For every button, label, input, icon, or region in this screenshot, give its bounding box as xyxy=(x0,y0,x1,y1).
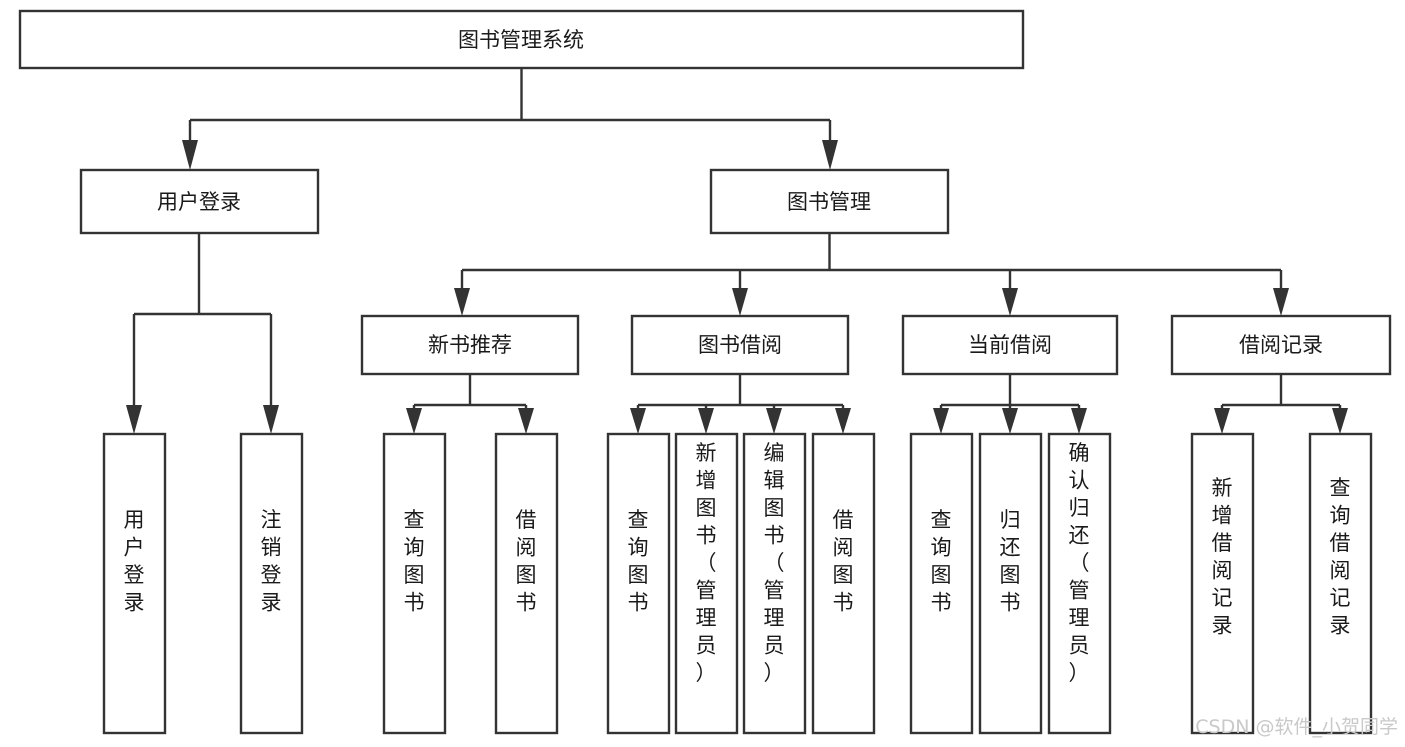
node-leaf-add-record-box[interactable] xyxy=(1190,432,1255,735)
node-leaf-borrow-book-1-box[interactable] xyxy=(494,432,559,735)
node-leaf-user-login[interactable]: 用户登录 xyxy=(102,432,167,735)
node-leaf-user-login-box[interactable] xyxy=(102,432,167,735)
node-leaf-edit-book-label: 编辑图书（管理员） xyxy=(764,441,785,685)
node-leaf-add-book-box[interactable] xyxy=(674,432,739,735)
arrowhead-leaf-query-book-3 xyxy=(933,408,949,434)
node-leaf-confirm-return[interactable]: 确认归还（管理员） xyxy=(1047,432,1112,735)
connector-group-borrow-record-to-leaves xyxy=(1214,374,1348,434)
node-leaf-query-book-3[interactable]: 查询图书 xyxy=(909,432,974,735)
arrowhead-current-borrow xyxy=(1002,288,1018,316)
node-user-login-label: 用户登录 xyxy=(157,190,241,214)
connector-group-user-login-to-leaves xyxy=(126,233,279,434)
connector-group-current-borrow-to-leaves xyxy=(933,374,1087,434)
arrowhead-book-borrow xyxy=(732,288,748,316)
connector-group-book-management-to-level3 xyxy=(454,233,1289,316)
connector-group-new-book-to-leaves xyxy=(406,374,534,434)
node-leaf-confirm-return-label: 确认归还（管理员） xyxy=(1069,441,1090,685)
arrowhead-leaf-add-book xyxy=(698,408,714,434)
node-root[interactable]: 图书管理系统 xyxy=(18,9,1025,70)
node-leaf-borrow-book-1[interactable]: 借阅图书 xyxy=(494,432,559,735)
node-book-borrow-label: 图书借阅 xyxy=(698,333,782,357)
arrowhead-borrow-record xyxy=(1273,288,1289,316)
node-new-book-recommend[interactable]: 新书推荐 xyxy=(360,314,580,376)
node-leaf-return-book[interactable]: 归还图书 xyxy=(978,432,1043,735)
node-leaf-user-logout[interactable]: 注销登录 xyxy=(239,432,304,735)
node-current-borrow-box[interactable] xyxy=(901,314,1119,376)
node-root-box[interactable] xyxy=(18,9,1025,70)
node-current-borrow-label: 当前借阅 xyxy=(968,333,1052,357)
node-leaf-add-book[interactable]: 新增图书（管理员） xyxy=(674,432,739,735)
node-leaf-query-record-label: 查询借阅记录 xyxy=(1330,476,1351,638)
arrowhead-book-management xyxy=(822,140,838,170)
node-leaf-user-login-label: 用户登录 xyxy=(124,508,145,615)
node-borrow-record[interactable]: 借阅记录 xyxy=(1170,314,1392,376)
node-leaf-edit-book-box[interactable] xyxy=(742,432,807,735)
node-leaf-add-book-label: 新增图书（管理员） xyxy=(696,441,717,685)
node-leaf-query-record[interactable]: 查询借阅记录 xyxy=(1308,432,1373,735)
node-new-book-recommend-box[interactable] xyxy=(360,314,580,376)
node-borrow-record-label: 借阅记录 xyxy=(1239,333,1323,357)
node-leaf-add-record[interactable]: 新增借阅记录 xyxy=(1190,432,1255,735)
node-user-login[interactable]: 用户登录 xyxy=(79,168,320,235)
csdn-watermark: CSDN @软件_小贺同学 xyxy=(1195,716,1398,738)
node-leaf-query-book-2-box[interactable] xyxy=(606,432,671,735)
node-leaf-borrow-book-1-label: 借阅图书 xyxy=(516,508,537,615)
arrowhead-leaf-borrow-book-2 xyxy=(835,408,851,434)
arrowhead-leaf-confirm-return xyxy=(1071,408,1087,434)
connector-group-root-to-level2 xyxy=(182,68,838,170)
arrowhead-leaf-user-logout xyxy=(263,405,279,434)
arrowhead-leaf-query-book-1 xyxy=(406,408,422,434)
node-book-management[interactable]: 图书管理 xyxy=(709,168,950,235)
node-leaf-query-book-2-label: 查询图书 xyxy=(628,508,649,615)
node-user-login-box[interactable] xyxy=(79,168,320,235)
arrowhead-leaf-add-record xyxy=(1214,408,1230,434)
arrowhead-leaf-user-login xyxy=(126,405,142,434)
node-leaf-edit-book[interactable]: 编辑图书（管理员） xyxy=(742,432,807,735)
arrowhead-leaf-edit-book xyxy=(766,408,782,434)
node-leaf-return-book-box[interactable] xyxy=(978,432,1043,735)
node-leaf-borrow-book-2[interactable]: 借阅图书 xyxy=(811,432,876,735)
arrowhead-leaf-return-book xyxy=(1002,408,1018,434)
node-leaf-add-record-label: 新增借阅记录 xyxy=(1212,476,1233,638)
node-leaf-borrow-book-2-box[interactable] xyxy=(811,432,876,735)
node-leaf-query-book-1[interactable]: 查询图书 xyxy=(382,432,447,735)
node-leaf-query-book-2[interactable]: 查询图书 xyxy=(606,432,671,735)
node-leaf-query-book-3-label: 查询图书 xyxy=(931,508,952,615)
node-leaf-return-book-label: 归还图书 xyxy=(1000,508,1021,615)
node-new-book-recommend-label: 新书推荐 xyxy=(428,333,512,357)
node-leaf-confirm-return-box[interactable] xyxy=(1047,432,1112,735)
node-root-label: 图书管理系统 xyxy=(458,28,584,52)
node-book-borrow-box[interactable] xyxy=(630,314,850,376)
arrowhead-leaf-borrow-book-1 xyxy=(518,408,534,434)
node-leaf-query-book-1-label: 查询图书 xyxy=(404,508,425,615)
arrowhead-leaf-query-book-2 xyxy=(630,408,646,434)
node-current-borrow[interactable]: 当前借阅 xyxy=(901,314,1119,376)
node-book-borrow[interactable]: 图书借阅 xyxy=(630,314,850,376)
node-leaf-user-logout-box[interactable] xyxy=(239,432,304,735)
arrowhead-leaf-query-record xyxy=(1332,408,1348,434)
node-borrow-record-box[interactable] xyxy=(1170,314,1392,376)
connector-group-book-borrow-to-leaves xyxy=(630,374,851,434)
node-leaf-query-book-1-box[interactable] xyxy=(382,432,447,735)
node-leaf-user-logout-label: 注销登录 xyxy=(261,508,282,615)
node-leaf-query-record-box[interactable] xyxy=(1308,432,1373,735)
node-book-management-box[interactable] xyxy=(709,168,950,235)
node-book-management-label: 图书管理 xyxy=(787,190,871,214)
arrowhead-new-book-recommend xyxy=(454,288,470,316)
node-leaf-borrow-book-2-label: 借阅图书 xyxy=(833,508,854,615)
arrowhead-user-login xyxy=(182,140,198,170)
node-leaf-query-book-3-box[interactable] xyxy=(909,432,974,735)
